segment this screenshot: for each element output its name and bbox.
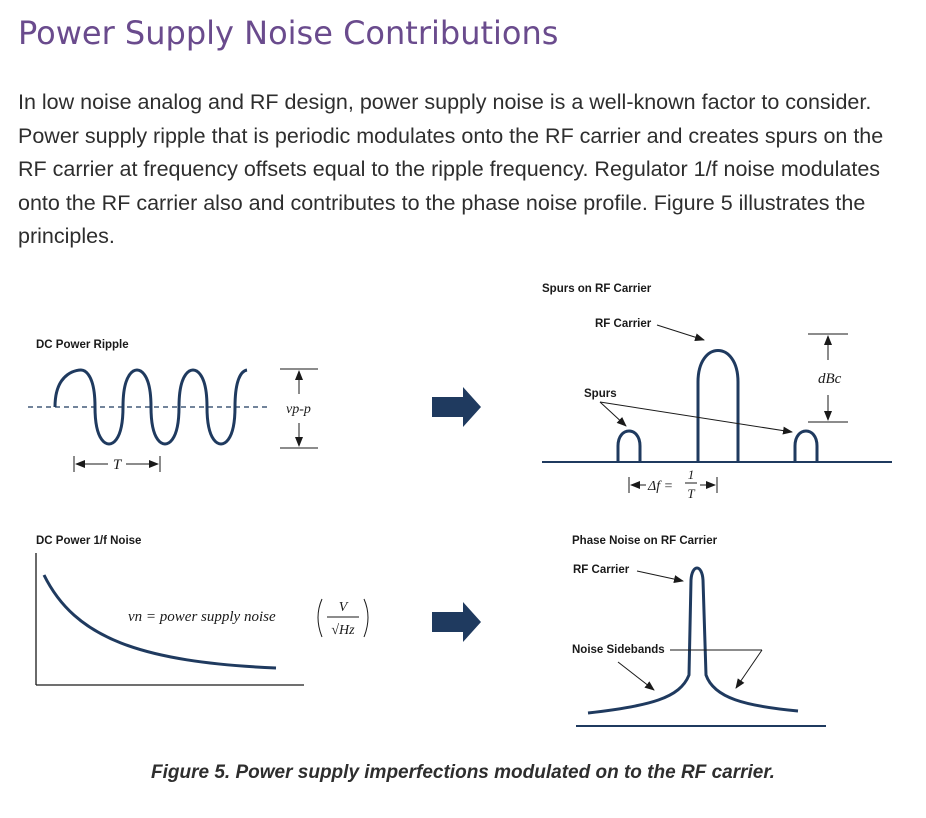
dbc-label: dBc	[818, 371, 842, 387]
noise-sidebands-label: Noise Sidebands	[572, 644, 665, 656]
left-spur	[616, 429, 642, 462]
spurs-title: Spurs on RF Carrier	[542, 283, 652, 295]
ripple-sine-wave	[53, 368, 248, 446]
right-sideband-pointer	[735, 649, 763, 689]
delta-f-label: Δf =	[647, 479, 673, 494]
right-spur	[793, 429, 819, 462]
phase-carrier-pointer	[636, 570, 684, 583]
right-spur-pointer	[599, 401, 793, 435]
phase-noise-title: Phase Noise on RF Carrier	[572, 535, 718, 547]
carrier-with-sidebands	[587, 566, 799, 715]
bottom-block-arrow	[432, 602, 481, 642]
unit-denominator: √Hz	[331, 623, 355, 638]
spurs-label: Spurs	[584, 388, 617, 400]
rf-carrier-label: RF Carrier	[595, 318, 652, 330]
dc-ripple-panel: DC Power Ripple vp-p T	[28, 339, 318, 473]
top-block-arrow	[432, 387, 481, 427]
spurs-panel: Spurs on RF Carrier RF Carrier Spurs dBc…	[542, 283, 892, 501]
dc-ripple-title: DC Power Ripple	[36, 339, 129, 351]
rf-carrier-peak	[696, 349, 740, 462]
period-label: T	[113, 457, 123, 473]
vpp-label: vp-p	[286, 402, 311, 417]
unit-numerator: V	[339, 600, 349, 615]
noise-formula: vn = power supply noise	[128, 609, 276, 625]
phase-noise-panel: Phase Noise on RF Carrier RF Carrier Noi…	[572, 535, 826, 727]
dc-noise-panel: DC Power 1/f Noise vn = power supply noi…	[35, 535, 369, 686]
phase-rf-carrier-label: RF Carrier	[573, 564, 630, 576]
left-spur-pointer	[599, 401, 627, 427]
delta-f-numerator: 1	[688, 467, 695, 482]
figure-caption: Figure 5. Power supply imperfections mod…	[151, 762, 775, 783]
figure-5: DC Power Ripple vp-p T Spurs on RF Carri…	[28, 283, 892, 727]
dc-noise-title: DC Power 1/f Noise	[36, 535, 141, 547]
left-sideband-pointer	[617, 661, 655, 691]
rf-carrier-pointer	[656, 324, 705, 342]
page-title: Power Supply Noise Contributions	[18, 14, 559, 52]
intro-paragraph: In low noise analog and RF design, power…	[18, 90, 884, 248]
one-over-f-curve	[42, 574, 277, 670]
delta-f-denominator: T	[687, 486, 695, 501]
